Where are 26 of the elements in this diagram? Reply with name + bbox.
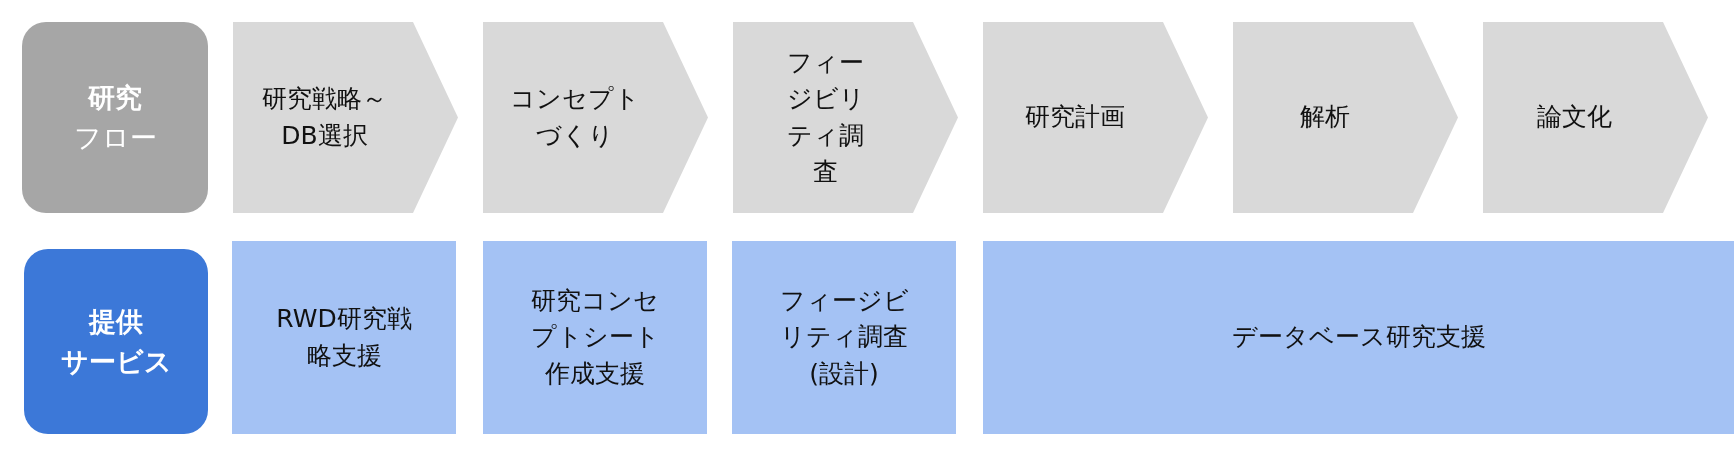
step-label: データベース研究支援 [1231,321,1486,354]
chevron-step [233,22,458,213]
chevron-step [1483,22,1708,213]
service-box [983,241,1734,434]
step-label: RWD研究戦略支援 [275,303,413,372]
chevron-step [733,22,958,213]
chevron-step [1233,22,1458,213]
step-label: フィージビリティ調査 [785,47,866,188]
row-title: サービス [60,344,172,379]
row-title: 提供 [89,305,143,340]
step-label: 研究コンセプトシート作成支援 [529,285,661,390]
service-box [232,241,456,434]
chevron-step [983,22,1208,213]
chevron-step [483,22,708,213]
step-label: 研究戦略～DB選択 [261,83,388,152]
step-label: 研究計画 [1024,101,1125,134]
service-box [732,241,956,434]
row-title: フロー [73,120,157,155]
step-label: フィージビリティ調査(設計) [778,285,910,390]
step-label: 解析 [1299,101,1350,134]
row-title: 研究 [88,81,142,116]
row-header [24,249,208,434]
row-header [22,22,208,213]
service-box [483,241,707,434]
step-label: コンセプトづくり [508,83,641,152]
step-label: 論文化 [1537,101,1612,134]
